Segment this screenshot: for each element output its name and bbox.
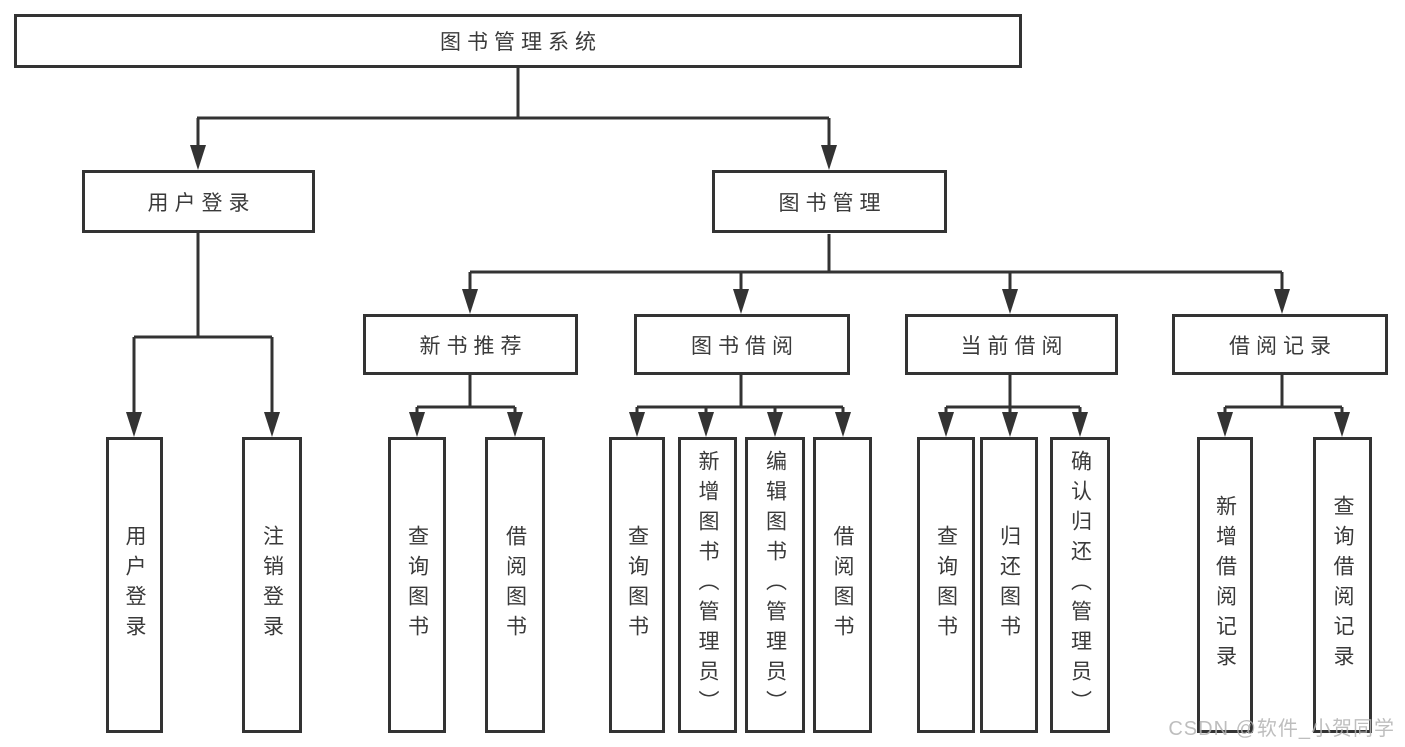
- connector-userlogin-to-leaves: [126, 233, 280, 437]
- leaf-user-login: 用户登录: [106, 437, 163, 733]
- arrow-down-icon: [409, 412, 425, 437]
- node-borrow-records: 借阅记录: [1172, 314, 1388, 375]
- leaf-add-borrow-record: 新增借阅记录: [1197, 437, 1253, 733]
- arrow-down-icon: [629, 412, 645, 437]
- node-label: 图书管理: [778, 191, 887, 215]
- arrow-down-icon: [767, 412, 783, 437]
- arrow-down-icon: [1002, 412, 1018, 437]
- node-label: 借阅图书: [831, 525, 854, 645]
- arrow-down-icon: [1002, 289, 1018, 314]
- connector-borrowrecords-to-leaves: [1217, 375, 1350, 437]
- arrow-down-icon: [1274, 289, 1290, 314]
- node-current-borrow: 当前借阅: [905, 314, 1118, 375]
- node-label: 查询借阅记录: [1331, 495, 1354, 675]
- connector-root-to-level2: [190, 68, 837, 170]
- arrow-down-icon: [1072, 412, 1088, 437]
- arrow-down-icon: [698, 412, 714, 437]
- leaf-query-borrow-record: 查询借阅记录: [1313, 437, 1372, 733]
- csdn-watermark: CSDN @软件_小贺同学: [1168, 718, 1395, 740]
- arrow-down-icon: [938, 412, 954, 437]
- arrow-down-icon: [733, 289, 749, 314]
- arrow-down-icon: [126, 412, 142, 437]
- connector-newbook-to-leaves: [409, 375, 523, 437]
- node-label: 用户登录: [123, 525, 146, 645]
- arrow-down-icon: [1217, 412, 1233, 437]
- node-label: 归还图书: [997, 525, 1021, 645]
- arrow-down-icon: [507, 412, 523, 437]
- node-label: 借阅记录: [1229, 334, 1337, 358]
- node-label: 查询图书: [405, 525, 429, 645]
- connector-bookmgmt-to-level3: [462, 234, 1290, 314]
- arrow-down-icon: [190, 145, 206, 170]
- arrow-down-icon: [821, 145, 837, 170]
- node-label: 新增借阅记录: [1213, 495, 1237, 675]
- leaf-add-books-admin: 新增图书（管理员）: [678, 437, 737, 733]
- leaf-borrow-books-recommend: 借阅图书: [485, 437, 545, 733]
- node-new-book-recommend: 新书推荐: [363, 314, 578, 375]
- leaf-query-books-borrow: 查询图书: [609, 437, 665, 733]
- node-label: 新增图书（管理员）: [696, 450, 719, 720]
- arrow-down-icon: [264, 412, 280, 437]
- leaf-borrow-books: 借阅图书: [813, 437, 872, 733]
- node-label: 确认归还（管理员）: [1068, 450, 1092, 720]
- node-label: 用户登录: [147, 191, 256, 215]
- leaf-return-books: 归还图书: [980, 437, 1038, 733]
- node-book-borrow: 图书借阅: [634, 314, 850, 375]
- leaf-edit-books-admin: 编辑图书（管理员）: [745, 437, 805, 733]
- node-library-system: 图书管理系统: [14, 14, 1022, 68]
- node-label: 图书借阅: [691, 334, 799, 358]
- node-label: 图书管理系统: [440, 31, 602, 54]
- node-user-login: 用户登录: [82, 170, 315, 233]
- leaf-confirm-return-admin: 确认归还（管理员）: [1050, 437, 1110, 733]
- node-label: 查询图书: [934, 525, 958, 645]
- leaf-logout: 注销登录: [242, 437, 302, 733]
- node-label: 新书推荐: [419, 334, 528, 358]
- leaf-query-books-recommend: 查询图书: [388, 437, 446, 733]
- arrow-down-icon: [835, 412, 851, 437]
- connector-bookborrow-to-leaves: [629, 375, 851, 437]
- connector-currentborrow-to-leaves: [938, 375, 1088, 437]
- node-label: 查询图书: [625, 525, 649, 645]
- node-label: 编辑图书（管理员）: [763, 450, 787, 720]
- leaf-query-books-current: 查询图书: [917, 437, 975, 733]
- node-label: 注销登录: [260, 525, 284, 645]
- node-book-management: 图书管理: [712, 170, 947, 233]
- node-label: 借阅图书: [503, 525, 527, 645]
- arrow-down-icon: [1334, 412, 1350, 437]
- arrow-down-icon: [462, 289, 478, 314]
- node-label: 当前借阅: [960, 334, 1069, 358]
